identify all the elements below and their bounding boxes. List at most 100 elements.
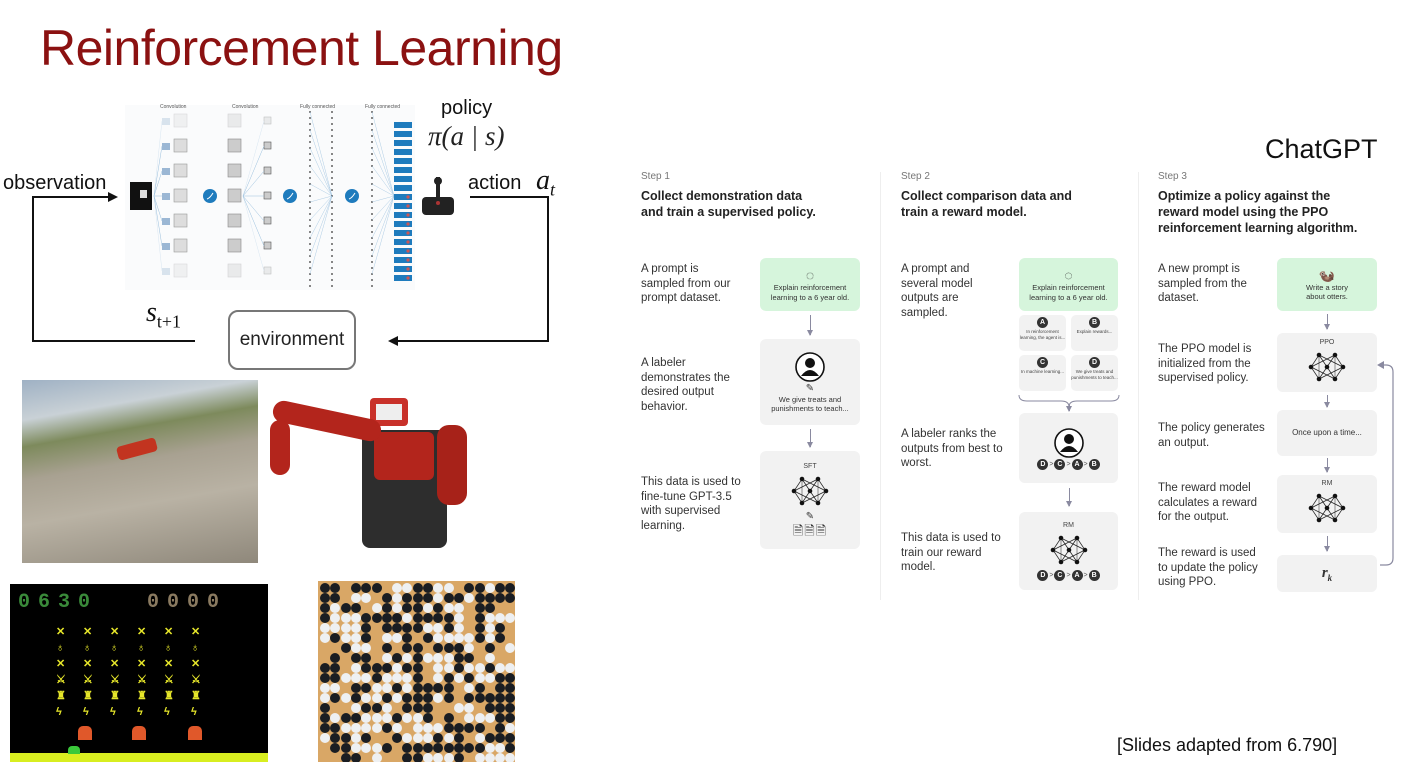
action-symbol: at [536,166,555,199]
alien-sprite: ✕ [191,626,201,638]
go-stone [412,723,423,733]
go-stone [361,623,372,633]
go-stone [433,643,444,653]
go-stone [443,673,454,683]
go-stone [423,583,433,593]
greater-than: > [1066,571,1071,579]
go-stone [392,713,403,723]
go-stone [320,583,330,593]
alien-sprite: ⚔ [83,674,93,686]
go-stone [371,613,382,623]
go-stone [443,733,454,743]
step-row-text: A prompt and several model outputs are s… [901,263,973,319]
go-stone [505,673,515,683]
greater-than: > [1049,571,1054,579]
step-row-text: This data is used to fine-tune GPT-3.5 w… [641,476,741,532]
go-stone [443,753,454,762]
go-stone [474,723,485,733]
go-stone [412,653,423,663]
go-stone [361,693,372,703]
robot-head [370,398,408,426]
go-stone [505,663,515,673]
quadruped-robot [115,437,159,461]
go-stone [474,713,485,723]
alien-sprite: ✕ [191,658,201,670]
output-text: Once upon a time... [1292,428,1362,438]
go-stone [464,663,475,673]
robot-chest [374,432,434,480]
go-stone [464,653,475,663]
otter-icon: 🦦 [1318,267,1336,283]
alien-sprite: ✕ [164,626,174,638]
go-stone [361,653,372,663]
go-stone [402,593,413,603]
go-stone [423,693,433,703]
go-stone [392,723,403,733]
policy-network-diagram: Convolution Convolution Fully connected … [125,104,415,290]
alien-sprite: ϟ [83,706,89,718]
go-stone [412,583,423,593]
go-stone [505,733,515,743]
go-stone [484,643,495,653]
go-stone [474,603,485,613]
go-stone [423,683,433,693]
go-stone [340,733,351,743]
layer-label: Convolution [232,104,259,110]
go-stone [320,723,330,733]
go-stone [423,623,433,633]
go-stone [392,673,403,683]
policy-label: policy [441,97,493,119]
go-stone [464,593,475,603]
go-stone [392,603,403,613]
step-heading: Optimize a policy against the reward mod… [1158,189,1358,235]
go-stone [320,663,330,673]
go-stone [371,703,382,713]
go-stone [495,663,506,673]
robot-right-arm [437,425,467,505]
go-stone [402,753,413,762]
labeler-card: ✎ We give treats and punishments to teac… [760,339,860,425]
rank-badge: C [1054,569,1066,581]
go-stone [350,583,361,593]
column-divider [1138,172,1139,600]
baxter-robot-photo [262,380,472,552]
go-stone [505,693,515,703]
go-stone [484,693,495,703]
go-stone [330,693,341,703]
go-board-photo [318,581,515,762]
go-stone [381,693,392,703]
greater-than: > [1083,571,1088,579]
output-badge: C [1037,357,1048,368]
go-stone [433,663,444,673]
go-stone [495,713,506,723]
alien-sprite: ♁ [56,642,65,654]
go-stone [402,683,413,693]
go-stone [330,683,341,693]
go-stone [350,673,361,683]
ranking: D>C>A>B [1037,569,1100,581]
go-stone [495,623,506,633]
go-stone [412,743,423,753]
joystick-icon [422,177,454,215]
alien-sprite: ϟ [137,706,143,718]
step-row-text: A labeler ranks the outputs from best to… [901,428,1003,469]
prompt-card: 🦦 Write a story about otters. [1277,258,1377,311]
go-stone [320,623,330,633]
go-stone [340,723,351,733]
alien-sprite: ϟ [56,706,62,718]
go-stone [453,733,464,743]
alien-sprite: ♜ [83,690,93,702]
go-stone [392,613,403,623]
go-stone [361,683,372,693]
go-stone [402,663,413,673]
chatgpt-label: ChatGPT [1265,134,1378,164]
go-stone [392,653,403,663]
policy-symbol: π(a | s) [428,121,505,151]
layer-label: Fully connected [300,104,335,110]
step-row-text: The policy generates an output. [1158,422,1265,449]
pencil-icon: ✎ [805,382,815,394]
go-stone [350,703,361,713]
go-stone [474,683,485,693]
